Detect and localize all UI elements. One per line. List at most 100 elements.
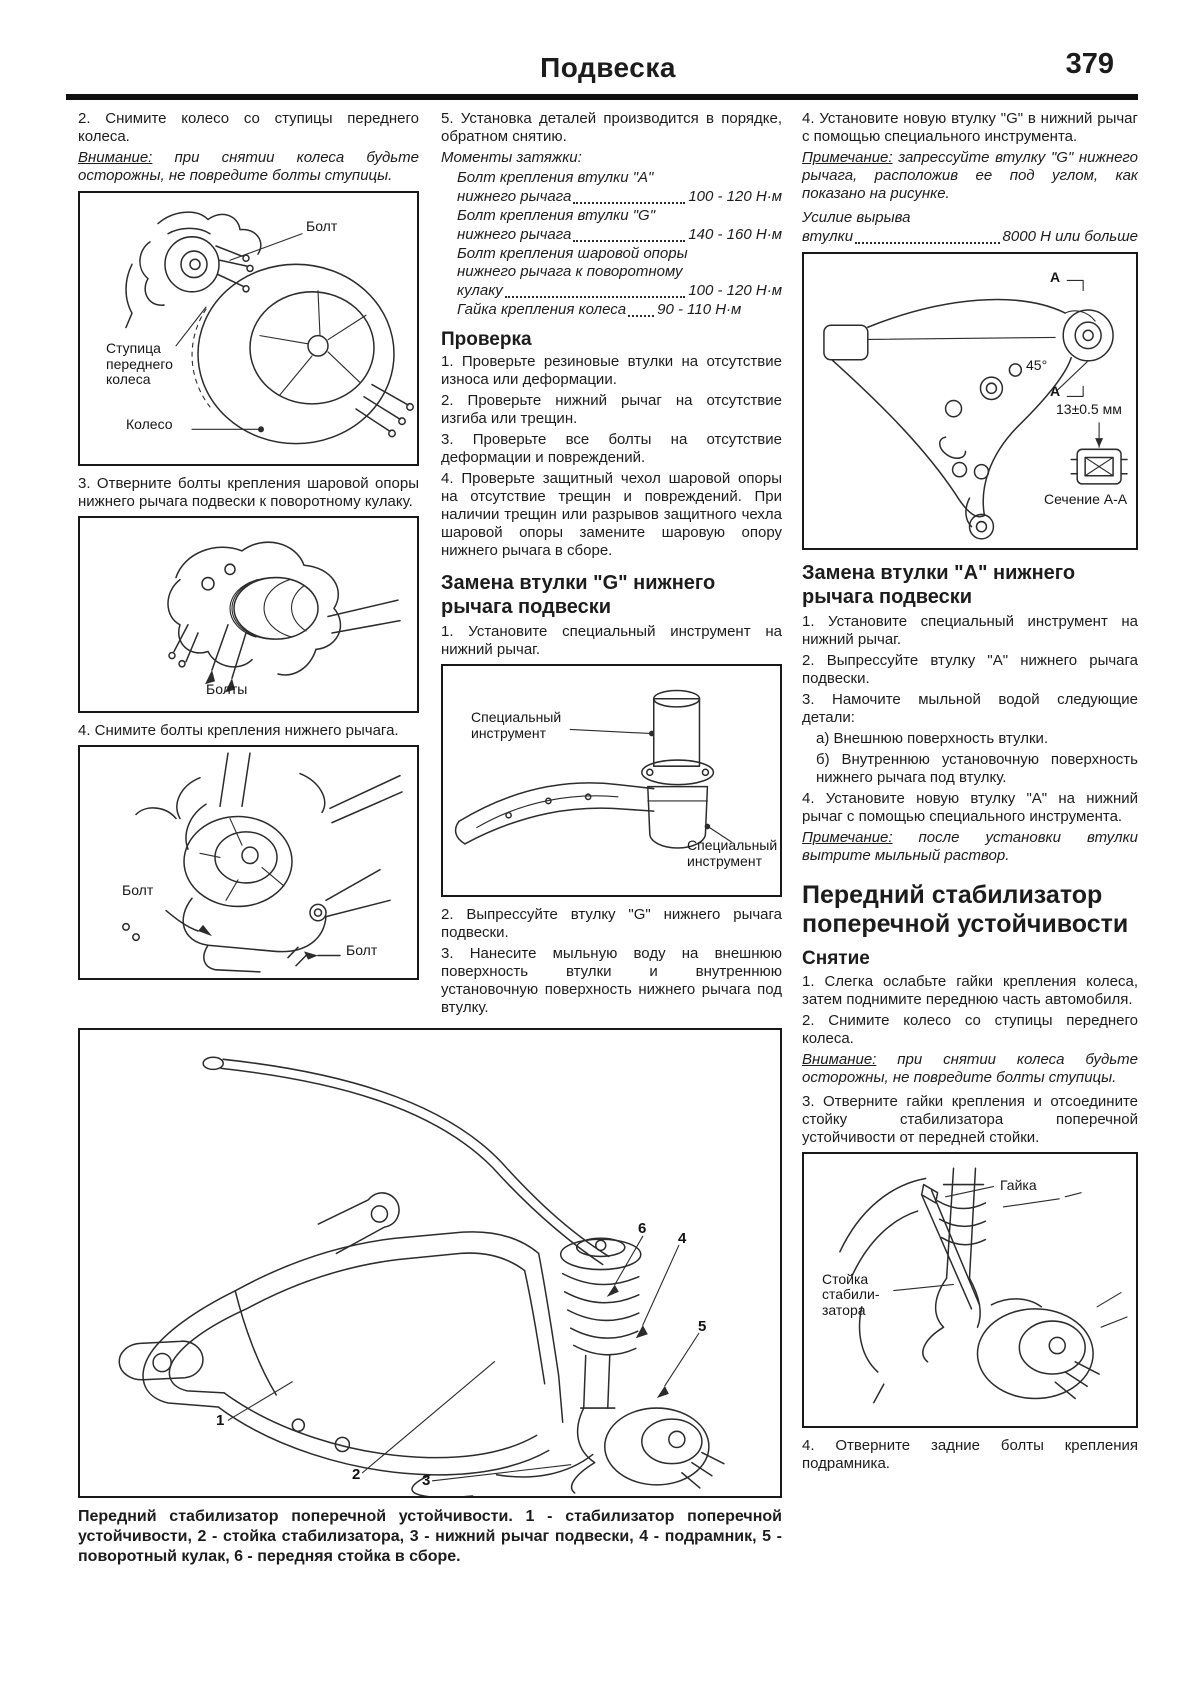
- strut-fig-nut-label: Гайка: [1000, 1176, 1037, 1193]
- arm-fig-section-a-bottom: А: [1050, 382, 1061, 399]
- warning-text: при снятии колеса будьте осторожны, не п…: [78, 149, 419, 184]
- page-number: 379: [1065, 48, 1114, 80]
- control-arm-drawing: [823, 279, 1128, 540]
- note-text: после установки втулки вытрите мыльный р…: [802, 828, 1138, 864]
- torque-specs: Болт крепления втулки "А" нижнего рычага…: [441, 169, 782, 320]
- warning-note: Внимание: при снятии колеса будьте остор…: [78, 149, 419, 185]
- warning-label: Внимание:: [78, 149, 153, 166]
- dot-leader: [628, 315, 655, 318]
- pullout-force-line: Усилие вырыва: [802, 209, 911, 226]
- balljoint-fig-bolts-label: Болты: [206, 681, 248, 697]
- step-install-order: 5. Установка деталей производится в поря…: [441, 110, 782, 145]
- callout-3: 3: [422, 1472, 431, 1490]
- removal-step: 2. Снимите колесо со ступицы переднего к…: [802, 1011, 1138, 1047]
- dot-leader: [573, 201, 686, 204]
- left-area: 2. Снимите колесо со ступицы переднего к…: [78, 110, 782, 1568]
- warning-label: Внимание:: [802, 1050, 877, 1068]
- wheel-fig-bolt-label: Болт: [306, 218, 338, 234]
- warning-note: Внимание: при снятии колеса будьте остор…: [802, 1051, 1138, 1087]
- special-tool-drawing: [454, 689, 732, 849]
- content-columns: 2. Снимите колесо со ступицы переднего к…: [0, 100, 1200, 1568]
- lowerarm-bolts-figure: Болт Болт: [78, 745, 419, 980]
- torque-item-line: Болт крепления втулки "А": [457, 169, 654, 186]
- column-3: 4. Установите новую втулку "G" в нижний …: [802, 110, 1138, 1476]
- bushing-a-step: 4. Установите новую втулку "А" на нижний…: [802, 789, 1138, 825]
- callout-6: 6: [638, 1220, 647, 1238]
- check-item: 3. Проверьте все болты на отсутствие деф…: [441, 431, 782, 467]
- removal-step: 3. Отверните гайки крепления и отсоедини…: [802, 1092, 1138, 1146]
- torque-item-line: Болт крепления шаровой опоры: [457, 244, 688, 262]
- bushing-a-substep: а) Внешнюю поверхность втулки.: [816, 729, 1049, 747]
- torque-item-line: Болт крепления втулки "G": [457, 206, 656, 224]
- removal-heading: Снятие: [802, 947, 870, 969]
- bushing-g-step: 3. Нанесите мыльную воду на внешнюю пове…: [441, 945, 782, 1017]
- figure-caption: Передний стабилизатор поперечной устойчи…: [78, 1508, 782, 1566]
- page-title: Подвеска: [540, 52, 676, 83]
- bushing-g-install-step: 4. Установите новую втулку "G" в нижний …: [802, 110, 1138, 145]
- removal-step: 1. Слегка ослабьте гайки крепления колес…: [802, 972, 1138, 1008]
- lowerarm-fig-bolt-label-left: Болт: [122, 882, 154, 898]
- arm-fig-angle-label: 45°: [1026, 356, 1048, 373]
- header-rule: [66, 94, 1138, 100]
- page-header: Подвеска 379: [0, 0, 1200, 94]
- warning-text: при снятии колеса будьте осторожны, не п…: [802, 1050, 1138, 1086]
- arm-fig-section-caption: Сечение А-А: [1044, 490, 1128, 507]
- step-lowerarm-bolts: 4. Снимите болты крепления нижнего рычаг…: [78, 722, 399, 739]
- bushing-a-step: 1. Установите специальный инструмент на …: [802, 612, 1138, 648]
- note-g: Примечание: запрессуйте втулку "G" нижне…: [802, 149, 1138, 203]
- arm-fig-dimension-label: 13±0.5 мм: [1056, 400, 1122, 417]
- dot-leader: [504, 296, 686, 299]
- bushing-g-step: 2. Выпрессуйте втулку "G" нижнего рычага…: [441, 906, 782, 942]
- callout-4: 4: [678, 1230, 687, 1248]
- dot-leader: [855, 241, 1000, 244]
- stabilizer-overview-drawing: [118, 1056, 725, 1497]
- dot-leader: [573, 239, 686, 242]
- stabilizer-overview-figure: 1 2 3 4 5 6: [78, 1028, 782, 1499]
- torque-title: Моменты затяжки:: [441, 149, 582, 166]
- bushing-a-step: 3. Намочите мыльной водой следующие дета…: [802, 690, 1138, 726]
- note-label: Примечание:: [802, 828, 893, 846]
- check-item: 4. Проверьте защитный чехол шаровой опор…: [441, 470, 782, 560]
- note-a: Примечание: после установки втулки вытри…: [802, 829, 1138, 865]
- column-2: 5. Установка деталей производится в поря…: [441, 110, 782, 1020]
- balljoint-figure: Болты: [78, 516, 419, 713]
- wheel-fig-wheel-label: Колесо: [126, 416, 173, 432]
- bushing-a-substep: б) Внутреннюю установочную поверхность н…: [816, 750, 1138, 786]
- check-item: 2. Проверьте нижний рычаг на отсутствие …: [441, 392, 782, 428]
- balljoint-drawing: [167, 541, 401, 693]
- lowerarm-bolts-drawing: [122, 752, 403, 973]
- bushing-g-step: 1. Установите специальный инструмент на …: [441, 623, 782, 659]
- left-two-columns: 2. Снимите колесо со ступицы переднего к…: [78, 110, 782, 1020]
- wheel-hub-drawing: [125, 211, 414, 445]
- step-balljoint-bolts: 3. Отверните болты крепления шаровой опо…: [78, 475, 419, 510]
- callout-2: 2: [352, 1466, 361, 1484]
- stabilizer-link-drawing: [839, 1167, 1128, 1404]
- bushing-a-step: 2. Выпрессуйте втулку "А" нижнего рычага…: [802, 651, 1138, 687]
- check-heading: Проверка: [441, 329, 532, 351]
- bushing-a-heading: Замена втулки "А" нижнего рычага подвеск…: [802, 561, 1076, 608]
- check-item: 1. Проверьте резиновые втулки на отсутст…: [441, 353, 782, 389]
- column-1: 2. Снимите колесо со ступицы переднего к…: [78, 110, 419, 989]
- stabilizer-heading: Передний стабилизатор поперечной устойчи…: [802, 880, 1129, 939]
- bushing-g-heading: Замена втулки "G" нижнего рычага подвеск…: [441, 572, 716, 619]
- torque-item-line: нижнего рычага к поворотному: [457, 263, 683, 281]
- lowerarm-fig-bolt-label-right: Болт: [346, 942, 378, 958]
- note-text: запрессуйте втулку "G" нижнего рычага, р…: [802, 149, 1138, 202]
- arm-fig-section-a-top: А: [1050, 268, 1061, 285]
- callout-5: 5: [698, 1318, 707, 1336]
- control-arm-figure: А А 45° 13±0.5 мм Сечение А-А: [802, 251, 1138, 550]
- note-label: Примечание:: [802, 149, 893, 166]
